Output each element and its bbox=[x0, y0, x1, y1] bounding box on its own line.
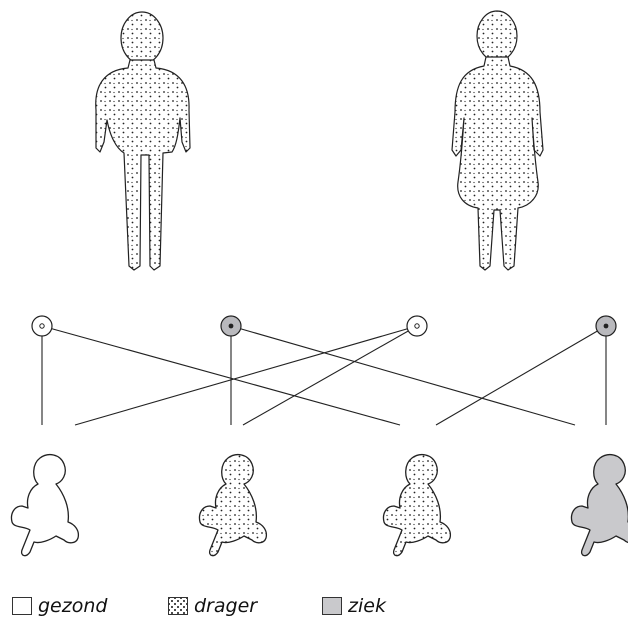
legend-healthy-swatch bbox=[12, 597, 32, 615]
legend-sick-label: ziek bbox=[348, 595, 386, 617]
mother-gamete-healthy bbox=[407, 316, 427, 336]
legend-healthy-label: gezond bbox=[38, 595, 107, 617]
mother-figure bbox=[452, 11, 543, 270]
father-figure bbox=[96, 12, 190, 270]
mother-gamete-affected bbox=[596, 316, 616, 336]
child-carrier-1 bbox=[199, 455, 266, 556]
legend-carrier-swatch bbox=[168, 597, 188, 615]
father-gamete-affected bbox=[221, 316, 241, 336]
legend-carrier: drager bbox=[168, 594, 257, 618]
cross-lines bbox=[42, 326, 606, 425]
legend-carrier-label: drager bbox=[194, 595, 257, 617]
inheritance-diagram bbox=[0, 0, 628, 594]
child-sick bbox=[571, 455, 628, 556]
child-healthy bbox=[11, 455, 78, 556]
legend-sick-swatch bbox=[322, 597, 342, 615]
legend-healthy: gezond bbox=[12, 594, 107, 618]
child-carrier-2 bbox=[383, 455, 450, 556]
legend-sick: ziek bbox=[322, 594, 386, 618]
father-gamete-healthy bbox=[32, 316, 52, 336]
